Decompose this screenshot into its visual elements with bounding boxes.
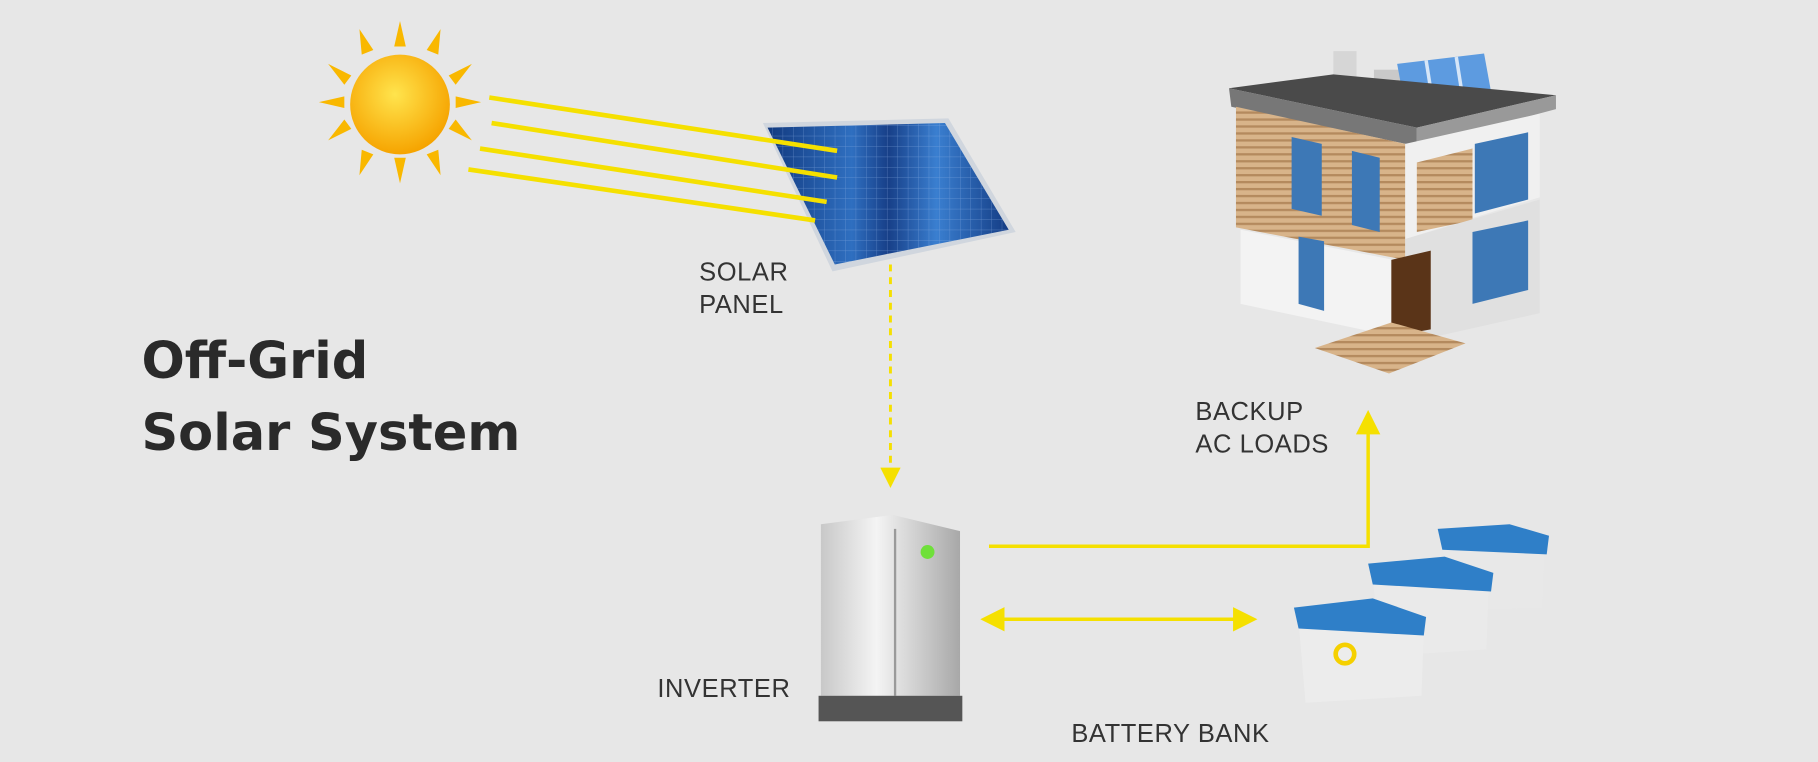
inverter-icon (818, 514, 963, 722)
battery-icon (1293, 598, 1427, 703)
sun-rays (468, 95, 838, 223)
title-line-2: Solar System (141, 404, 520, 463)
inverter-label: INVERTER (657, 675, 790, 703)
solar-panel-icon (762, 118, 1016, 272)
inverter-to-loads-arrow (989, 409, 1381, 548)
backup-loads-label-2: AC LOADS (1195, 430, 1329, 458)
house-icon (1229, 51, 1556, 374)
battery-bank-label: BATTERY BANK (1071, 720, 1269, 748)
battery-bank-icon (1293, 524, 1550, 703)
backup-loads-label-1: BACKUP (1195, 398, 1303, 426)
solar-panel-label-1: SOLAR (699, 259, 788, 287)
inverter-status-light (920, 545, 935, 559)
title-line-1: Off-Grid (141, 332, 368, 391)
solar-panel-label-2: PANEL (699, 291, 784, 319)
sun-icon (318, 20, 482, 184)
